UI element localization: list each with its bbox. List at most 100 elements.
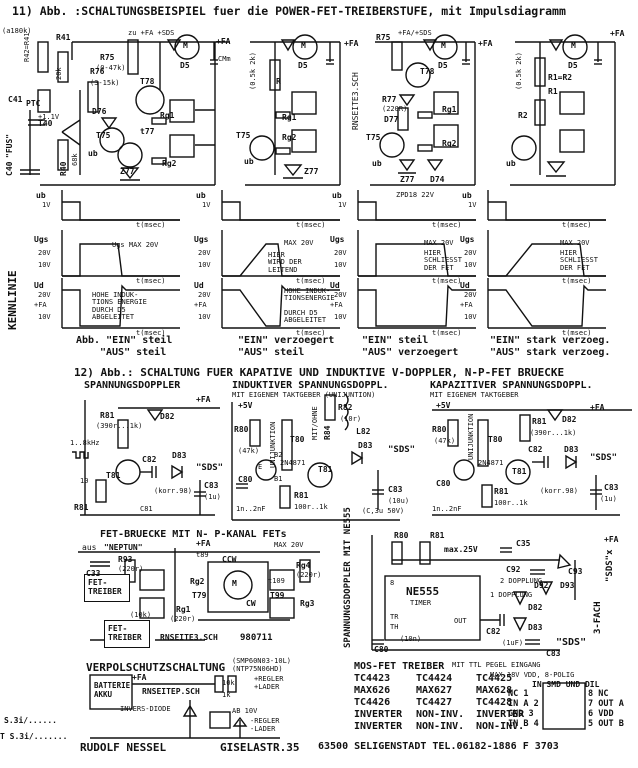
pulse-ugs-trace [222, 243, 340, 277]
c2-rg1: Rg1 [282, 113, 297, 122]
c4-r2: R2 [518, 111, 528, 120]
sd3-d82: D82 [562, 415, 577, 424]
ne555-r81: R81 [430, 531, 445, 540]
footer-street: GISELASTR.35 [220, 741, 300, 754]
sd2-b2: B2 [274, 451, 283, 459]
sd2-c83w: (C,3u 50V) [362, 507, 405, 515]
mosfet-table-cell: NON-INV. [416, 721, 465, 732]
sd2-sds: "SDS" [388, 445, 416, 455]
bridge-c33: C33 [86, 569, 101, 578]
sd3-r81: R81 [532, 417, 547, 426]
bridge-rg4v: (220r) [296, 571, 322, 579]
sd3-r81v: (390r...1k) [530, 429, 577, 437]
pulse-time-label: t(msec) [136, 277, 166, 285]
c3-r77: R77 [382, 95, 397, 104]
pulse-20v-label: 20V [334, 249, 347, 257]
label-v11: +1.1V [38, 113, 60, 121]
label-r76-value: (3-15k) [90, 79, 120, 87]
sd2-b1: B1 [274, 475, 283, 483]
pulse-time-label: t(msec) [432, 329, 462, 337]
mosfet-smd: IN SMD UND DIL [532, 680, 600, 689]
bridge-ccw: CCW [222, 555, 237, 564]
pulse-ub-label: ub [196, 191, 206, 200]
ne555-c10n: (10n) [400, 635, 422, 643]
caption-1a: Abb. "EIN" steil [76, 335, 173, 346]
pulse-20v-label: 20V [38, 249, 51, 257]
pulse-ud-label: Ud [34, 281, 44, 290]
bridge-rg2: Rg2 [190, 577, 205, 586]
bridge-t99: T99 [270, 591, 285, 600]
pulse-time-label: t(msec) [432, 221, 462, 229]
sd1-t81: T81 [106, 471, 121, 480]
sd1-c82: C82 [142, 455, 157, 464]
bridge-rg4: Rg4 [296, 561, 311, 570]
c4-rv: (0.5k 2k) [515, 52, 523, 90]
pulse-ud-label: Ud [194, 281, 204, 290]
pulse-time-label: t(msec) [562, 277, 592, 285]
ne555-sdsx: "SDS"x [605, 549, 615, 582]
pulse-ugs-label: Ugs [330, 235, 345, 244]
c3-m: M [441, 41, 446, 50]
pulse-10v-label: 10V [334, 261, 347, 269]
sd3-c80v: 1n..2nF [432, 505, 462, 513]
sd3-c80: C80 [436, 479, 451, 488]
verpol-title: VERPOLSCHUTZSCHALTUNG [86, 661, 226, 674]
label-t40: T40 [38, 119, 53, 128]
pulse-1v-label: 1V [338, 201, 347, 209]
ne555-title: SPANNUNGSDOPPLER MIT NE555 [343, 507, 353, 648]
sd2-r81v: 100r..1k [294, 503, 328, 511]
sd2-d83: D83 [358, 441, 373, 450]
mosfet-spec: MAX 18V VDD, 8-POLIG [490, 671, 575, 679]
pulse-ud-label: Ud [460, 281, 470, 290]
mosfet-table-cell: TC4423 [354, 673, 391, 684]
mosfet-pin-left: NC 1 [508, 689, 529, 699]
label-rg1: Rg1 [160, 111, 175, 120]
caption-2b: "AUS" steil [238, 347, 305, 358]
c4-d5: D5 [568, 61, 578, 70]
ne555-timer: TIMER [410, 599, 432, 607]
pulse-time-label: t(msec) [562, 329, 592, 337]
pulse-annotation: HIER SCHLIESST DER FET [424, 249, 462, 272]
fet-treiber-box-2: FET- TREIBER [104, 620, 150, 648]
sd1-d83: D83 [172, 451, 187, 460]
sd3-2n4871: 2N4871 [478, 459, 504, 467]
sd3-sub: MIT EIGENEM TAKTGEBER [430, 391, 519, 399]
bridge-aus: aus [82, 543, 97, 552]
ne555-c83: C83 [546, 649, 561, 658]
pulse-ud-20v-label: 20V [198, 291, 211, 299]
pulse-ub-trace [358, 201, 476, 221]
pulse-ud-20v-label: 20V [38, 291, 51, 299]
pulse-ud-trace [62, 284, 180, 327]
bridge-neptun: "NEPTUN" [104, 543, 143, 552]
c2-r: R [276, 77, 281, 86]
label-fus: "FUS" [5, 133, 14, 158]
c4-ub: ub [506, 159, 516, 168]
pulse-10v-label: 10V [198, 261, 211, 269]
footer-name: RUDOLF NESSEL [80, 741, 167, 754]
ne555-3fach: 3-FACH [593, 601, 603, 634]
sd1-fa: +FA [196, 395, 211, 404]
section-11-title: 11) Abb. :SCHALTUNGSBEISPIEL fuer die PO… [12, 4, 566, 18]
label-r41: R41 [56, 33, 71, 42]
pulse-ugs-trace [62, 243, 180, 277]
label-rg2: Rg2 [162, 159, 177, 168]
verpol-sub: (SMP60N03-10L) (NTP75N06HD) [232, 657, 292, 673]
sd3-c83v: (1u) [600, 495, 617, 503]
c3-zpd: ZPD18 22V [396, 191, 434, 199]
ne555-c93: C93 [568, 567, 583, 576]
pulse-ub-trace [222, 201, 340, 221]
pulse-ud-fa-label: +FA [34, 301, 47, 309]
label-r75: R75 [100, 53, 115, 62]
pulse-1v-label: 1V [42, 201, 51, 209]
sd1-d82: D82 [160, 412, 175, 421]
pulse-annotation: HOHE INDUK- TIONSENERGIE DURCH D5 ABGELE… [284, 287, 335, 325]
mosfet-table-cell: INVERTER [476, 709, 525, 720]
ne555-c92: C92 [506, 565, 521, 574]
pulse-time-label: t(msec) [296, 277, 326, 285]
mosfet-table-cell: INVERTER [354, 709, 403, 720]
ne555-dop1: 1 DOPPLUNG [490, 591, 533, 599]
verpol-10k: 10k [222, 679, 235, 687]
bridge-r93: R93 [118, 555, 133, 564]
sd3-fa: +FA [590, 403, 605, 412]
sd3-sds: "SDS" [590, 453, 618, 463]
